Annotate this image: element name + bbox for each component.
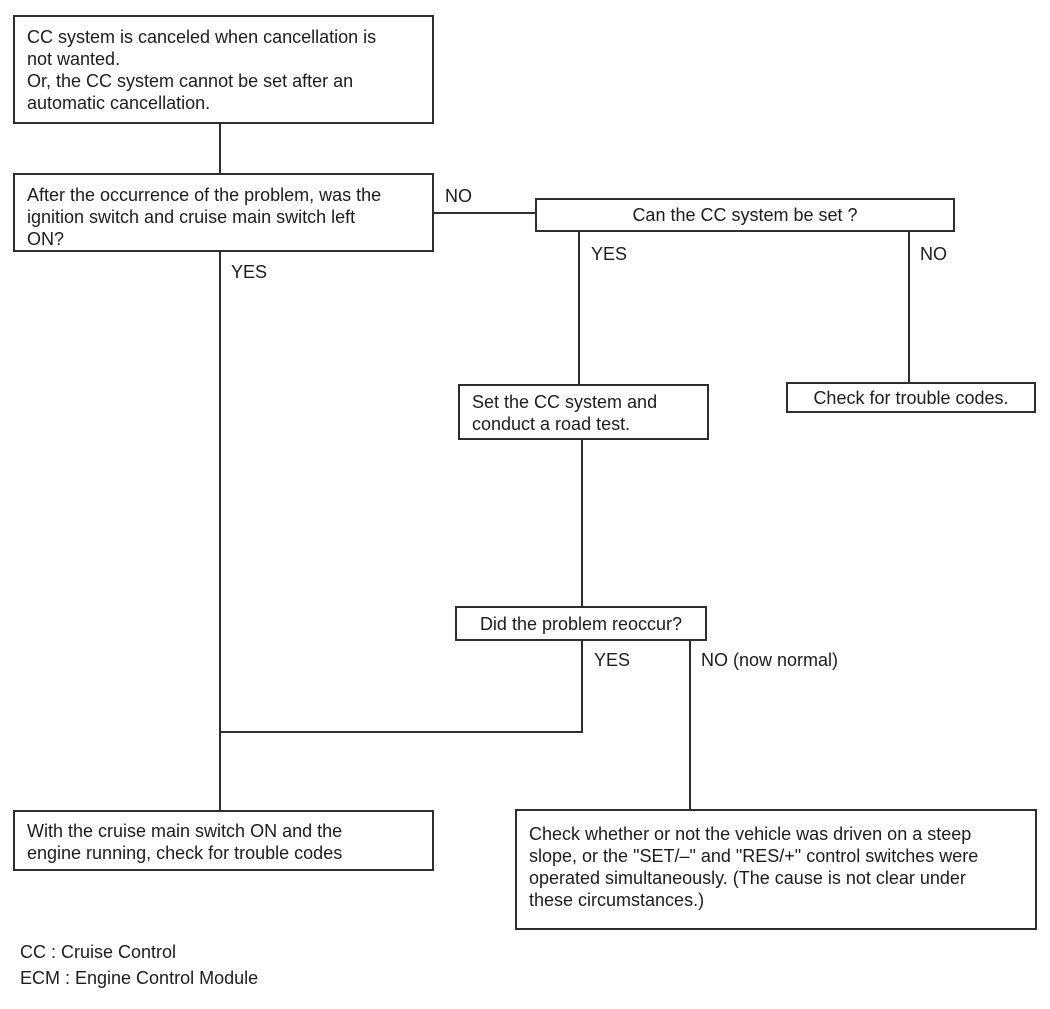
edge-label-no-reoccur: NO (now normal) [701, 650, 839, 670]
trouble-codes-text: Check for trouble codes. [813, 387, 1009, 408]
reoccur-question-text: Did the problem reoccur? [479, 613, 683, 634]
road-test-text: Set the CC system and conduct a road tes… [472, 392, 658, 434]
check-codes-box: With the cruise main switch ON and the e… [13, 810, 434, 871]
edge-label-no-ignition: NO [445, 186, 472, 206]
connector-reoccur-yes-branch [581, 641, 583, 733]
edge-label-no-can-set: NO [920, 244, 947, 264]
can-set-question-box: Can the CC system be set ? [535, 198, 955, 232]
legend-ecm: ECM : Engine Control Module [20, 968, 259, 988]
edge-label-yes-ignition: YES [231, 262, 268, 282]
trouble-codes-box: Check for trouble codes. [786, 382, 1036, 413]
reoccur-question-box: Did the problem reoccur? [455, 606, 707, 641]
connector-reoccur-no-branch [689, 641, 691, 810]
legend-cc: CC : Cruise Control [20, 942, 177, 962]
steep-slope-text: Check whether or not the vehicle was dri… [529, 824, 979, 910]
can-set-question-text: Can the CC system be set ? [632, 205, 858, 225]
edge-label-yes-reoccur: YES [594, 650, 631, 670]
edge-label-yes-can-set: YES [591, 244, 628, 264]
symptom-box: CC system is canceled when cancellation … [13, 15, 434, 124]
road-test-box: Set the CC system and conduct a road tes… [458, 384, 709, 440]
connector-canset-yes-branch [578, 232, 580, 384]
connector-symptom-to-ignition [219, 124, 221, 173]
connector-reoccur-yes-merge [219, 731, 583, 733]
connector-ignition-no-branch [434, 212, 535, 214]
symptom-text: CC system is canceled when cancellation … [27, 27, 377, 113]
connector-ignition-yes-branch [219, 252, 221, 810]
steep-slope-box: Check whether or not the vehicle was dri… [515, 809, 1037, 930]
check-codes-text: With the cruise main switch ON and the e… [27, 821, 343, 863]
ignition-question-box: After the occurrence of the problem, was… [13, 173, 434, 252]
connector-roadtest-to-reoccur [581, 440, 583, 606]
connector-canset-no-branch [908, 232, 910, 382]
ignition-question-text: After the occurrence of the problem, was… [27, 185, 382, 249]
abbreviation-legend: CC : Cruise Control ECM : Engine Control… [20, 939, 258, 991]
